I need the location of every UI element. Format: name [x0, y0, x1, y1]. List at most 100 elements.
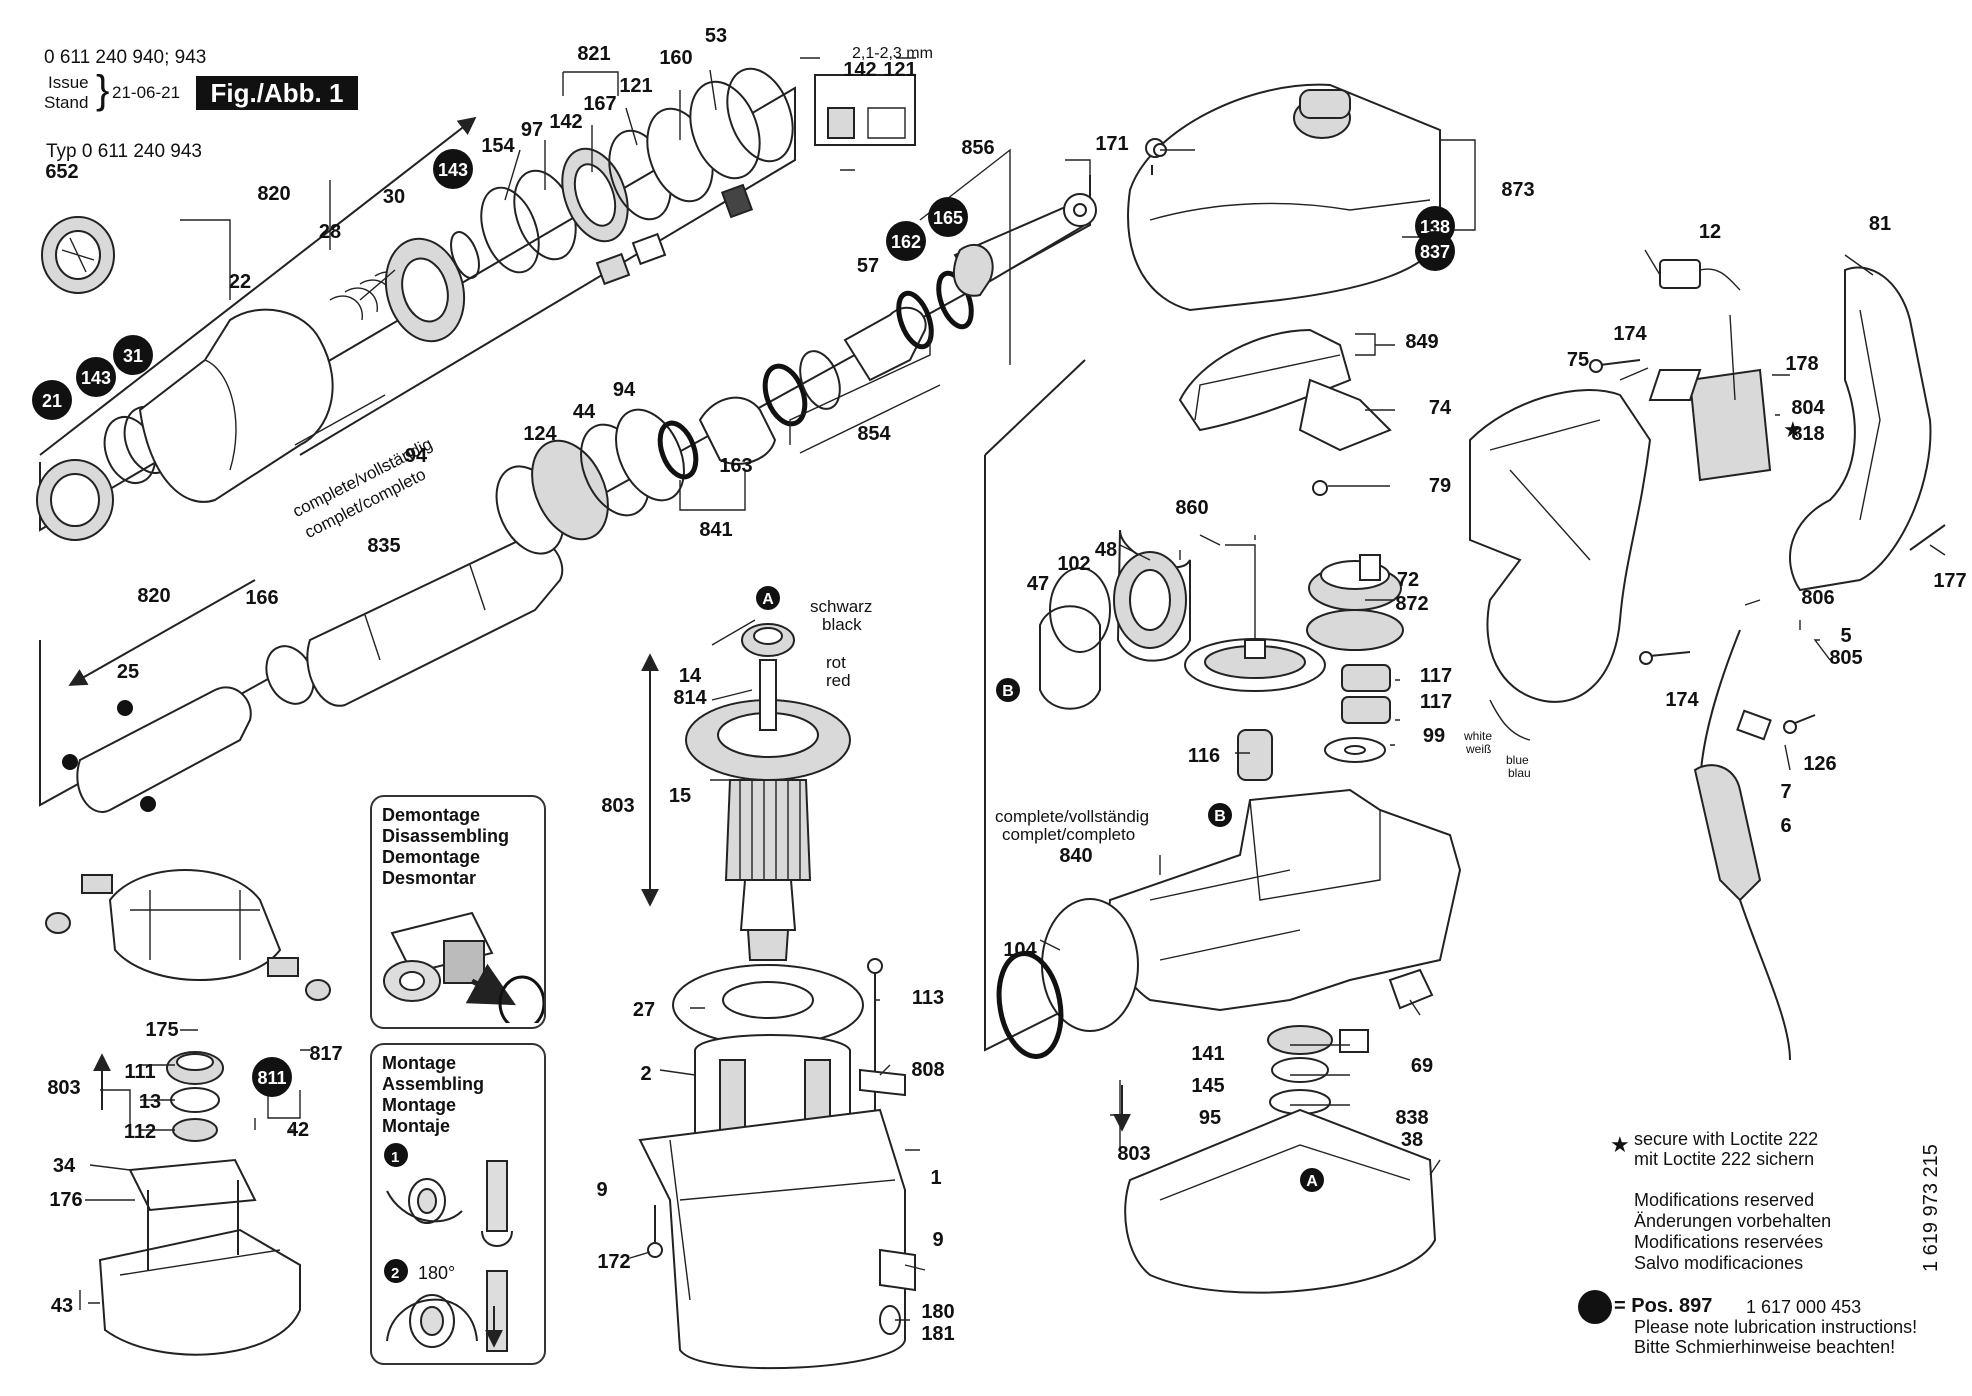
issue-date: 21-06-21 [112, 83, 181, 102]
part-label-873: 873 [1501, 179, 1534, 201]
part-label-180: 180 [921, 1301, 954, 1323]
part-label-42: 42 [287, 1119, 309, 1141]
disassembly-illustration [383, 911, 544, 1023]
part-label-803: 803 [47, 1077, 80, 1099]
part-label-21: 21 [42, 391, 62, 411]
part-label-5: 5 [1840, 625, 1851, 647]
white-label-en: white [1464, 729, 1493, 743]
part-label-117: 117 [1420, 691, 1452, 713]
part-label-841: 841 [699, 519, 732, 541]
part-label-820: 820 [137, 585, 170, 607]
part-label-94: 94 [613, 379, 636, 401]
part-label-175: 175 [145, 1019, 178, 1041]
stand-label: Stand [44, 93, 89, 112]
part-label-44: 44 [573, 401, 596, 423]
part-label-43: 43 [51, 1295, 73, 1317]
part-label-15: 15 [669, 785, 691, 807]
part-label-69: 69 [1411, 1055, 1433, 1077]
marker-b: B [1214, 808, 1226, 825]
step-2-number: 2 [391, 1265, 400, 1282]
part-label-835: 835 [367, 535, 400, 557]
red-label-en: red [826, 671, 851, 690]
part-label-72: 72 [1397, 569, 1419, 591]
part-label-9: 9 [932, 1229, 943, 1251]
part-label-2: 2 [640, 1063, 651, 1085]
part-label-804: 804 [1791, 397, 1825, 419]
black-label-en: black [822, 615, 862, 634]
complete-label-gear-1: complete/vollständig [995, 807, 1150, 826]
document-number: 1 619 973 215 [1920, 1144, 1942, 1272]
part-label-805: 805 [1829, 647, 1862, 669]
part-label-160: 160 [659, 47, 692, 69]
part-label-803: 803 [601, 795, 634, 817]
figure-label: Fig./Abb. 1 [196, 76, 358, 110]
red-label-de: rot [826, 653, 846, 672]
part-label-97: 97 [521, 119, 543, 141]
part-label-6: 6 [1780, 815, 1791, 837]
handle-group: ★ [1469, 259, 1946, 1061]
part-label-116: 116 [1188, 745, 1220, 767]
part-label-172: 172 [597, 1251, 630, 1273]
part-label-176: 176 [49, 1189, 82, 1211]
part-label-837: 837 [1420, 242, 1450, 262]
part-label-138: 138 [1420, 217, 1450, 237]
assembly-box: Montage Assembling Montage Montaje 1 2 1… [370, 1043, 546, 1365]
part-label-124: 124 [523, 423, 557, 445]
part-label-142: 142 [843, 59, 876, 81]
part-label-817: 817 [309, 1043, 342, 1065]
part-label-126: 126 [1803, 753, 1836, 775]
part-badge-143 [76, 357, 116, 397]
part-label-22: 22 [229, 271, 251, 293]
svg-text:★: ★ [1783, 418, 1803, 443]
marker-b: B [1002, 683, 1014, 700]
part-label-13: 13 [139, 1091, 161, 1113]
part-label-74: 74 [1429, 397, 1452, 419]
part-label-143: 143 [81, 368, 111, 388]
part-label-79: 79 [1429, 475, 1451, 497]
assembly-illustration [384, 1143, 513, 1352]
black-label-de: schwarz [810, 597, 873, 616]
tool-holder-group [36, 57, 916, 541]
lubrication-note-de: Bitte Schmierhinweise beachten! [1634, 1337, 1896, 1357]
part-label-28: 28 [319, 221, 341, 243]
part-badge-143 [433, 149, 473, 189]
part-label-652: 652 [45, 161, 78, 183]
marker-a-badge [1300, 1168, 1324, 1192]
part-label-81: 81 [1869, 213, 1891, 235]
motor-group [638, 623, 916, 1370]
part-label-27: 27 [633, 999, 655, 1021]
disassembly-title: Demontage Disassembling Demontage Desmon… [382, 805, 510, 888]
rotation-angle: 180° [418, 1263, 456, 1283]
part-label-174: 174 [1665, 689, 1699, 711]
part-label-57: 57 [857, 255, 879, 277]
part-badge-31 [113, 335, 153, 375]
part-label-112: 112 [124, 1121, 156, 1143]
model-numbers: 0 611 240 940; 943 [44, 47, 207, 68]
part-label-154: 154 [481, 135, 515, 157]
part-label-75: 75 [1567, 349, 1589, 371]
gearbox-group [984, 359, 1462, 1294]
part-label-94: 94 [405, 445, 428, 467]
part-label-174: 174 [1613, 323, 1647, 345]
part-label-9: 9 [596, 1179, 607, 1201]
part-label-854: 854 [857, 423, 891, 445]
cover-group [1127, 83, 1441, 496]
type-label: Typ 0 611 240 943 [46, 141, 202, 162]
part-badge-21 [32, 380, 72, 420]
part-label-849: 849 [1405, 331, 1438, 353]
step-1-number: 1 [391, 1149, 400, 1166]
marker-a-badge [756, 586, 780, 610]
loctite-star-icon: ★ [1610, 1132, 1630, 1157]
cylinder-group [39, 148, 1097, 813]
part-label-104: 104 [1003, 939, 1037, 961]
part-label-162: 162 [891, 232, 921, 252]
marker-a: A [762, 591, 774, 608]
issue-brace: } [96, 68, 110, 112]
part-badge-165 [928, 197, 968, 237]
part-label-803: 803 [1117, 1143, 1150, 1165]
part-label-145: 145 [1191, 1075, 1224, 1097]
loctite-note-de: mit Loctite 222 sichern [1634, 1149, 1815, 1169]
blue-label-en: blue [1506, 753, 1529, 767]
